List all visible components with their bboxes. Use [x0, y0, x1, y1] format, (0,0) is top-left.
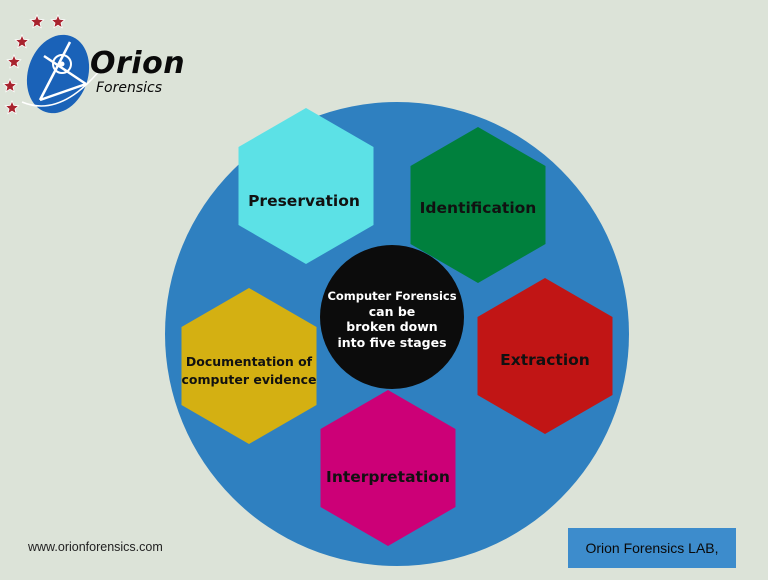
logo-emblem [21, 34, 101, 114]
center-circle [320, 245, 464, 389]
center-line-1: Computer Forensics [327, 289, 457, 304]
stage-identification-label: Identification [419, 199, 537, 217]
logo-subname: Forensics [96, 80, 163, 96]
star-icon [6, 53, 22, 69]
hexagon-extraction [477, 278, 613, 434]
center-line-2: can be [368, 303, 416, 319]
website-url: www.orionforensics.com [28, 540, 163, 554]
star-icon [29, 13, 45, 29]
documentation-line-2: computer evidence [181, 372, 317, 387]
center-line-3: broken down [346, 319, 438, 335]
lab-label-box: Orion Forensics LAB, [568, 528, 736, 568]
center-line-4: into five stages [337, 335, 447, 350]
logo-stars [2, 13, 66, 115]
stage-documentation-label: Documentation of computer evidence [180, 350, 318, 392]
hexagon-documentation [181, 288, 317, 444]
star-icon [50, 13, 66, 29]
lab-label: Orion Forensics LAB, [585, 540, 719, 556]
star-icon [4, 99, 20, 115]
stage-extraction-label: Extraction [500, 351, 590, 369]
star-icon [14, 33, 30, 49]
star-icon [2, 77, 18, 93]
center-text: Computer Forensics can be broken down in… [324, 280, 460, 360]
hexagon-preservation [238, 108, 374, 264]
documentation-line-1: Documentation of [185, 353, 313, 369]
stage-interpretation-label: Interpretation [326, 468, 450, 486]
hexagon-interpretation [320, 390, 456, 546]
hexagon-identification [410, 127, 546, 283]
logo-name: Orion [90, 46, 186, 81]
stage-preservation-label: Preservation [248, 192, 360, 210]
